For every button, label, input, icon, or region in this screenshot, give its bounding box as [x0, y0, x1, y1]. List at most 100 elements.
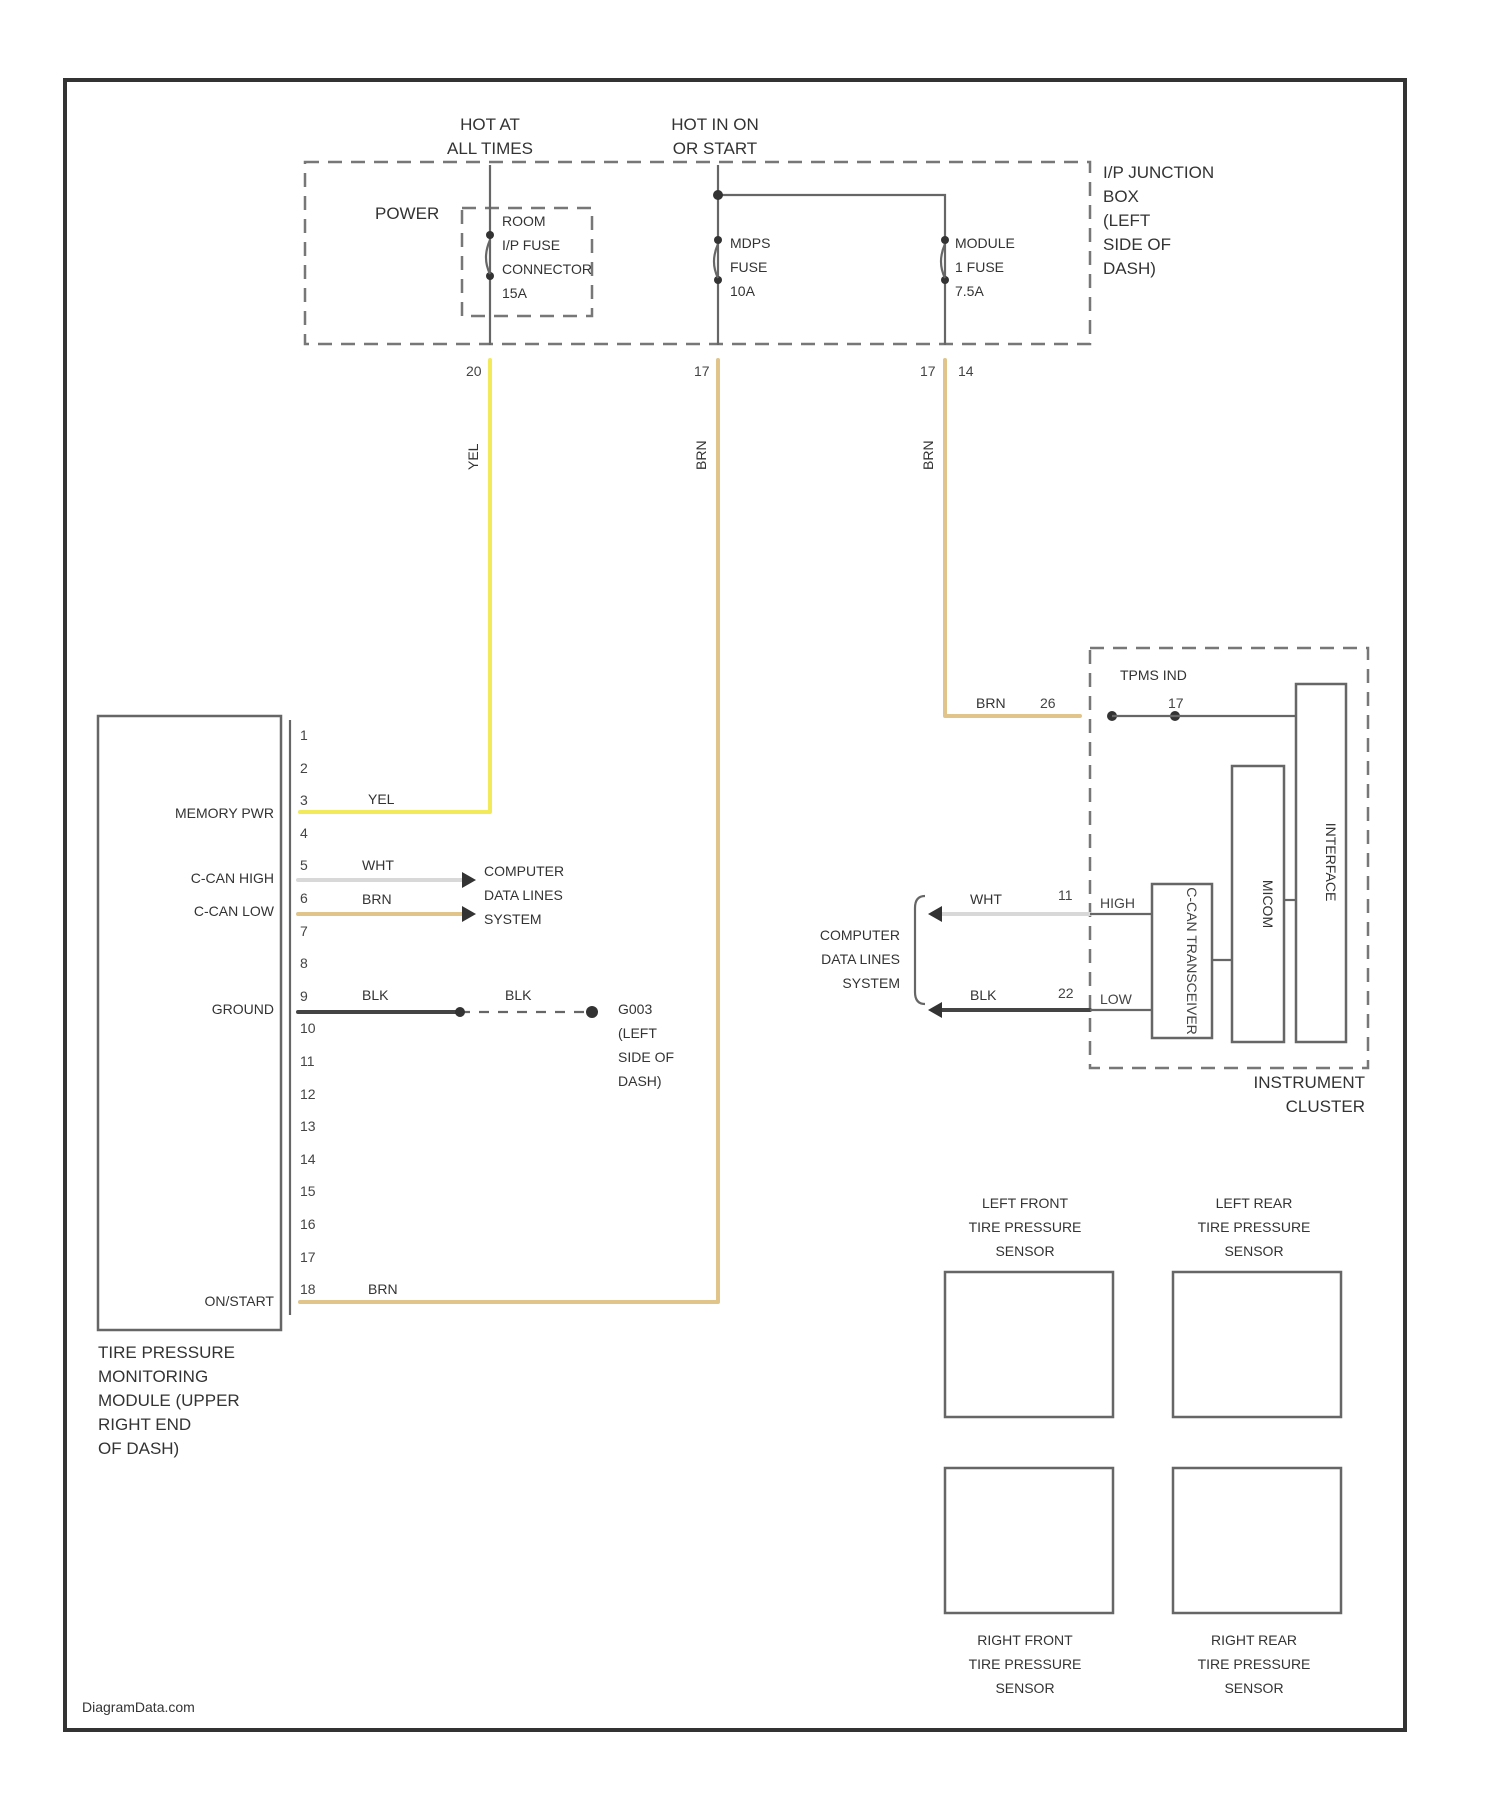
computer-data-lines-right-2: DATA LINES [821, 951, 900, 967]
ground-point-label-3: SIDE OF [618, 1049, 674, 1065]
wire-label-blk-ground-1: BLK [362, 987, 389, 1003]
c-can-high-arrow [462, 872, 476, 888]
junction-box-label-3: (LEFT [1103, 211, 1150, 230]
cluster-pin-11: 11 [1058, 887, 1073, 903]
wire-label-brn-on-start: BRN [368, 1281, 398, 1297]
cluster-pin-17: 17 [1168, 695, 1184, 711]
tpms-pin-16: 16 [300, 1216, 316, 1232]
cluster-high-arrow [928, 906, 942, 922]
tpms-pin-12: 12 [300, 1086, 316, 1102]
tpms-pin-14: 14 [300, 1151, 316, 1167]
junction-box-label-1: I/P JUNCTION [1103, 163, 1214, 182]
computer-data-lines-left-3: SYSTEM [484, 911, 542, 927]
ground-point-label-4: DASH) [618, 1073, 662, 1089]
wire-label-brn-c-can-low: BRN [362, 891, 392, 907]
wire-label-brn-vertical-1: BRN [693, 440, 709, 470]
tpms-caption-3: MODULE (UPPER [98, 1391, 240, 1410]
tpms-pin-4: 4 [300, 825, 308, 841]
wire-label-wht-cluster: WHT [970, 891, 1002, 907]
hot-in-on-line2: OR START [673, 139, 757, 158]
computer-data-lines-left-2: DATA LINES [484, 887, 563, 903]
transceiver-box [1152, 884, 1212, 1038]
tpms-label-ground: GROUND [212, 1001, 274, 1017]
sensor-lf-label-1: LEFT FRONT [982, 1195, 1069, 1211]
ground-point-dot [586, 1006, 598, 1018]
fuse-room-label-4: 15A [502, 285, 528, 301]
wire-label-blk-cluster: BLK [970, 987, 997, 1003]
hot-at-all-times-line2: ALL TIMES [447, 139, 533, 158]
tpms-caption-2: MONITORING [98, 1367, 208, 1386]
sensor-rr-label-2: TIRE PRESSURE [1198, 1656, 1311, 1672]
fuse-module-label-2: 1 FUSE [955, 259, 1004, 275]
cluster-pin-26: 26 [1040, 695, 1056, 711]
wire-label-brn-vertical-2: BRN [920, 440, 936, 470]
computer-data-lines-bracket [915, 896, 925, 1004]
micom-label: MICOM [1260, 880, 1276, 928]
tpms-pin-15: 15 [300, 1183, 316, 1199]
sensor-lr-label-1: LEFT REAR [1216, 1195, 1293, 1211]
cluster-low-label: LOW [1100, 991, 1133, 1007]
wire-label-wht-c-can-high: WHT [362, 857, 394, 873]
instrument-cluster: TPMS IND 26 17 INTERFACE MICOM C-CAN TRA… [1040, 648, 1368, 1116]
cluster-caption-2: CLUSTER [1286, 1097, 1365, 1116]
sensor-rr-label-3: SENSOR [1224, 1680, 1283, 1696]
tpms-label-c-can-low: C-CAN LOW [194, 903, 275, 919]
tpms-caption-4: RIGHT END [98, 1415, 191, 1434]
fuse-mdps-label-2: FUSE [730, 259, 767, 275]
sensor-rf-label-1: RIGHT FRONT [977, 1632, 1073, 1648]
junction-box-label-4: SIDE OF [1103, 235, 1171, 254]
tpms-ind-label: TPMS IND [1120, 667, 1187, 683]
computer-data-lines-right-1: COMPUTER [820, 927, 900, 943]
tpms-pin-9: 9 [300, 988, 308, 1004]
wire-label-blk-ground-2: BLK [505, 987, 532, 1003]
fuse-room-label-3: CONNECTOR [502, 261, 592, 277]
sensor-right-front-box [945, 1468, 1113, 1613]
sensor-lr-label-3: SENSOR [1224, 1243, 1283, 1259]
sensor-lr-label-2: TIRE PRESSURE [1198, 1219, 1311, 1235]
tpms-caption-5: OF DASH) [98, 1439, 179, 1458]
tpms-label-memory-pwr: MEMORY PWR [175, 805, 274, 821]
computer-data-lines-right-3: SYSTEM [842, 975, 900, 991]
tpms-pin-6: 6 [300, 890, 308, 906]
wire-label-yel-vertical: YEL [465, 443, 481, 470]
sensor-right-rear-box [1173, 1468, 1341, 1613]
sensor-rr-label-1: RIGHT REAR [1211, 1632, 1297, 1648]
wire-yel-memory [300, 360, 490, 812]
ground-point-label-2: (LEFT [618, 1025, 657, 1041]
tpms-label-c-can-high: C-CAN HIGH [191, 870, 274, 886]
hot-at-all-times-line1: HOT AT [460, 115, 520, 134]
cluster-pin-22: 22 [1058, 985, 1074, 1001]
tpms-pin-7: 7 [300, 923, 308, 939]
sensor-rf-label-2: TIRE PRESSURE [969, 1656, 1082, 1672]
power-section: HOT AT ALL TIMES HOT IN ON OR START I/P … [305, 115, 1214, 379]
connector-pin-3: 17 [920, 363, 936, 379]
cluster-low-arrow [928, 1002, 942, 1018]
tpms-pin-3: 3 [300, 792, 308, 808]
tpms-pin-1: 1 [300, 727, 308, 743]
tpms-pin-10: 10 [300, 1020, 316, 1036]
ground-point-label-1: G003 [618, 1001, 652, 1017]
hot-in-on-line1: HOT IN ON [671, 115, 759, 134]
ground-splice-dot [455, 1007, 465, 1017]
sensor-rf-label-3: SENSOR [995, 1680, 1054, 1696]
fuse-module-label-3: 7.5A [955, 283, 984, 299]
sensor-left-front-box [945, 1272, 1113, 1417]
fuse-mdps-label-3: 10A [730, 283, 756, 299]
tpms-label-on-start: ON/START [205, 1293, 275, 1309]
transceiver-label: C-CAN TRANSCEIVER [1184, 887, 1200, 1035]
wire-brn-cluster [945, 360, 1080, 716]
power-label: POWER [375, 204, 439, 223]
junction-box-outline [305, 162, 1090, 344]
fuse-module-label-1: MODULE [955, 235, 1015, 251]
computer-data-lines-left-1: COMPUTER [484, 863, 564, 879]
bus-junction-dot [713, 190, 723, 200]
tpms-pin-17: 17 [300, 1249, 316, 1265]
fuse-mdps-label-1: MDPS [730, 235, 770, 251]
watermark: DiagramData.com [82, 1699, 195, 1715]
tpms-pin-11: 11 [300, 1053, 315, 1069]
wire-brn-on-start [300, 360, 718, 1302]
wire-label-brn-cluster: BRN [976, 695, 1006, 711]
cluster-caption-1: INSTRUMENT [1254, 1073, 1365, 1092]
cluster-high-label: HIGH [1100, 895, 1135, 911]
